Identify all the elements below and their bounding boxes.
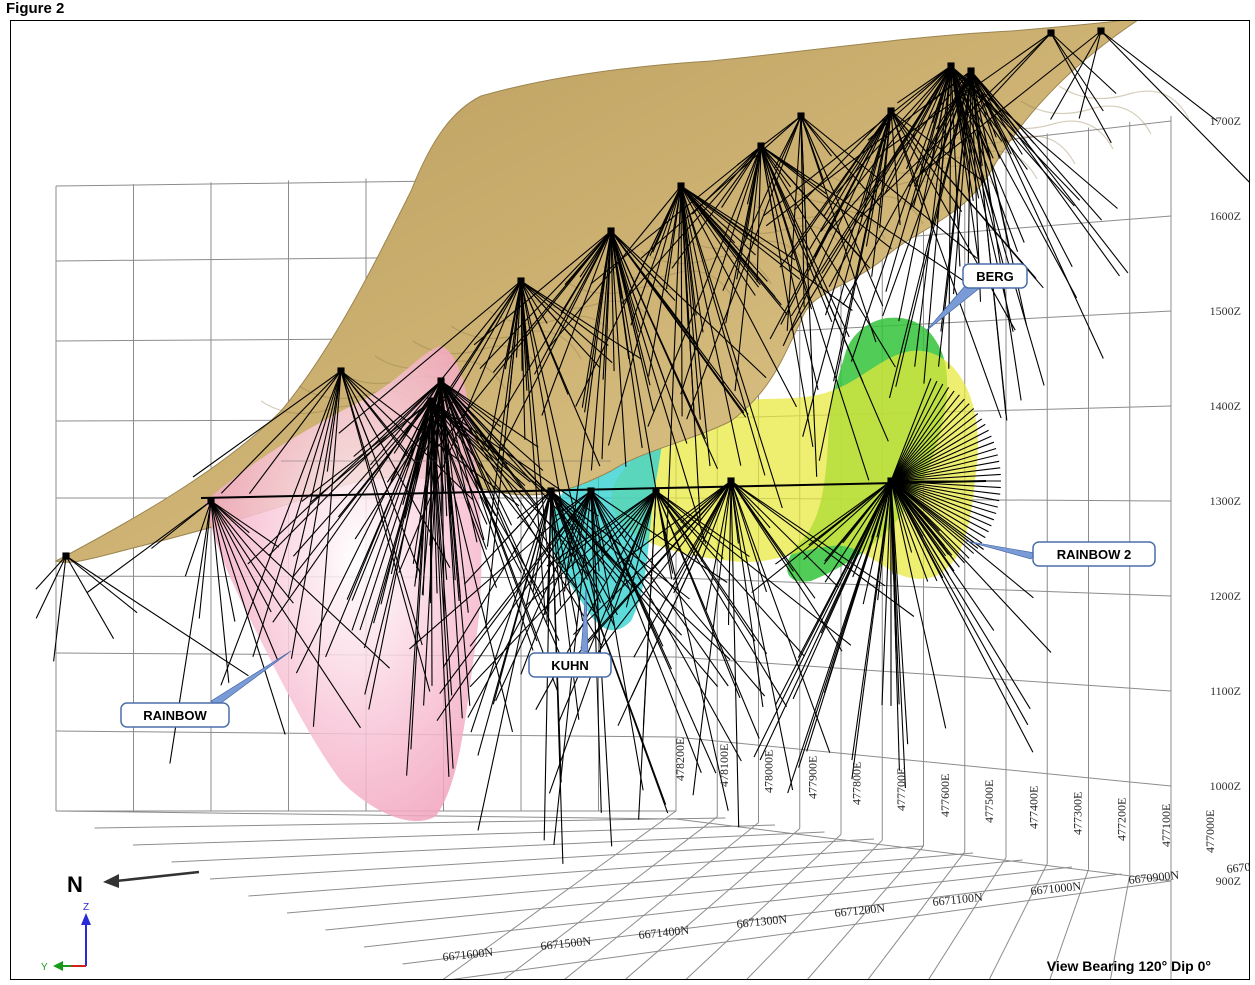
z-axis-tick: 1500Z [1210, 304, 1241, 318]
z-axis-tick: 1300Z [1210, 494, 1241, 508]
e-axis-tick: 477700E [894, 768, 908, 811]
n-axis-labels: 6671600N 6671500N 6671400N 6671300N 6671200N… [442, 857, 1250, 964]
e-axis-tick: 477800E [850, 762, 864, 805]
z-axis-tick: 900Z [1216, 874, 1241, 888]
callout-rainbow2-label: RAINBOW 2 [1057, 547, 1131, 562]
triad-y-label: Y [41, 962, 48, 973]
e-axis-tick: 477300E [1071, 792, 1085, 835]
callout-rainbow-label: RAINBOW [143, 708, 207, 723]
orientation-triad: Z Y [41, 902, 91, 973]
callout-rainbow[interactable]: RAINBOW [120, 650, 292, 728]
n-axis-tick: 6670900N [1128, 868, 1180, 887]
zone-rainbow[interactable] [206, 346, 482, 822]
e-axis-tick: 477000E [1203, 810, 1217, 853]
view-info: View Bearing 120° Dip 0° [1047, 958, 1211, 974]
callout-rainbow2[interactable]: RAINBOW 2 [965, 540, 1156, 567]
n-axis-tick: 6671300N [736, 912, 788, 931]
drift-line [200, 460, 987, 499]
z-axis-labels: 1700Z 1600Z 1500Z 1400Z 1300Z 1200Z 1100Z 1000Z… [1210, 114, 1241, 888]
drill-holes [35, 27, 1249, 864]
z-axis-tick: 1200Z [1210, 589, 1241, 603]
e-axis-tick: 477400E [1026, 786, 1040, 829]
triad-z-label: Z [83, 902, 89, 913]
n-axis-tick: 6671200N [834, 901, 886, 920]
grid-floor [56, 810, 1172, 979]
n-axis-tick: 6671000N [1030, 879, 1082, 898]
figure-title: Figure 2 [6, 0, 65, 17]
callout-berg[interactable]: BERG [925, 263, 1028, 332]
z-axis-tick: 1600Z [1210, 209, 1241, 223]
e-axis-tick: 477200E [1115, 798, 1129, 841]
callout-berg-label: BERG [976, 269, 1014, 284]
e-axis-labels: 478200E 478100E 478000E 477900E 477800E 47770… [673, 738, 1217, 853]
z-axis-tick: 1000Z [1210, 779, 1241, 793]
n-axis-tick: 6670800N [1226, 857, 1250, 876]
z-axis-tick: 1400Z [1210, 399, 1241, 413]
z-axis-tick: 1700Z [1210, 114, 1241, 128]
e-axis-tick: 477100E [1159, 804, 1173, 847]
e-axis-tick: 478200E [673, 738, 687, 781]
e-axis-tick: 477500E [982, 780, 996, 823]
e-axis-tick: 477900E [806, 756, 820, 799]
n-axis-tick: 6671500N [540, 934, 592, 953]
e-axis-tick: 478100E [717, 744, 731, 787]
north-label: N [67, 872, 83, 897]
n-axis-tick: 6671600N [442, 945, 494, 964]
e-axis-tick: 477600E [938, 774, 952, 817]
n-axis-tick: 6671400N [638, 923, 690, 942]
e-axis-tick: 478000E [761, 750, 775, 793]
scene-canvas: 1700Z 1600Z 1500Z 1400Z 1300Z 1200Z 1100Z 1000Z… [35, 21, 1250, 979]
north-arrow: N [67, 870, 200, 897]
n-axis-tick: 6671100N [932, 890, 984, 909]
z-axis-tick: 1100Z [1210, 684, 1241, 698]
callout-kuhn[interactable]: KUHN [528, 588, 612, 678]
callout-kuhn-label: KUHN [551, 658, 589, 673]
viewport-3d[interactable]: 1700Z 1600Z 1500Z 1400Z 1300Z 1200Z 1100Z 1000Z… [10, 20, 1250, 980]
